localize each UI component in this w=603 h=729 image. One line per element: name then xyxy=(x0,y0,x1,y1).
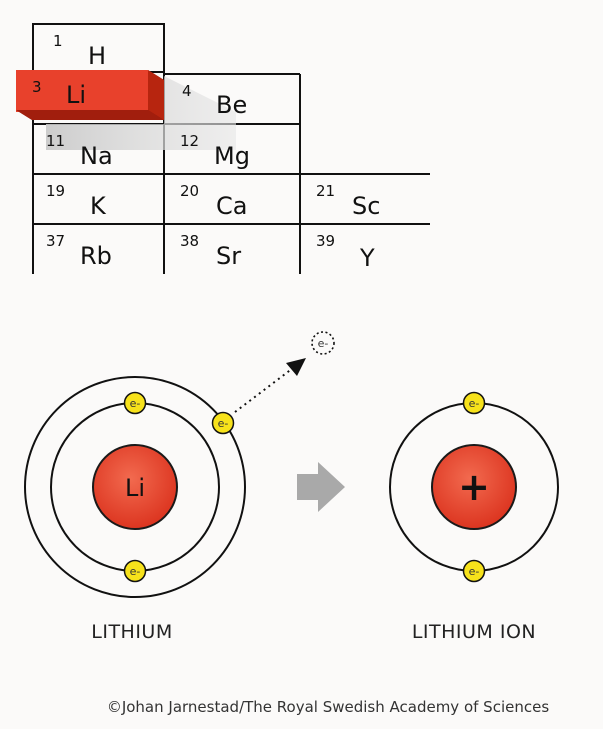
ion-nucleus xyxy=(431,444,517,530)
atom-caption: LITHIUM xyxy=(91,621,173,643)
element-number-mg: 12 xyxy=(180,132,199,150)
electron: e- xyxy=(123,559,147,583)
element-number-li: 3 xyxy=(32,78,42,96)
arrow-head-icon xyxy=(286,358,306,376)
electron-label: e- xyxy=(218,417,229,430)
element-symbol-mg: Mg xyxy=(214,142,250,170)
electron: e- xyxy=(462,559,486,583)
plus-sign: + xyxy=(458,465,490,509)
electron-label: e- xyxy=(469,565,480,578)
element-symbol-na: Na xyxy=(80,142,113,170)
image-credit: ©Johan Jarnestad/The Royal Swedish Acade… xyxy=(107,698,550,716)
element-symbol-k: K xyxy=(90,192,107,220)
element-symbol-h: H xyxy=(88,42,106,70)
lithium-atom: Li e- e- e- e- LITHIUM xyxy=(24,331,335,643)
element-number-be: 4 xyxy=(182,82,192,100)
element-number-rb: 37 xyxy=(46,232,65,250)
element-symbol-y: Y xyxy=(359,244,375,272)
electron: e- xyxy=(462,391,486,415)
ejection-path xyxy=(234,367,294,413)
element-symbol-rb: Rb xyxy=(80,242,112,270)
element-symbol-be: Be xyxy=(216,91,247,119)
element-symbol-li: Li xyxy=(66,81,86,109)
ion-caption: LITHIUM ION xyxy=(412,621,536,643)
transition-arrow-icon xyxy=(297,462,345,512)
element-number-y: 39 xyxy=(316,232,335,250)
element-number-sc: 21 xyxy=(316,182,335,200)
electron: e- xyxy=(123,391,147,415)
valence-electron: e- xyxy=(211,411,235,435)
li-cell-shadow xyxy=(46,76,236,150)
outer-shell xyxy=(24,376,246,598)
element-symbol-sr: Sr xyxy=(216,242,241,270)
element-number-ca: 20 xyxy=(180,182,199,200)
lithium-nucleus xyxy=(92,444,178,530)
electron-label: e- xyxy=(469,397,480,410)
element-number-na: 11 xyxy=(46,132,65,150)
element-symbol-sc: Sc xyxy=(352,192,380,220)
lithium-ion: + e- e- LITHIUM ION xyxy=(389,391,559,643)
electron-label: e- xyxy=(130,397,141,410)
element-labels: 1 H 3 Li 4 Be 11 Na 12 Mg 19 K 20 Ca 21 … xyxy=(32,32,380,272)
element-number-sr: 38 xyxy=(180,232,199,250)
nucleus-label: Li xyxy=(125,474,145,502)
li-block xyxy=(16,70,164,120)
element-number-h: 1 xyxy=(53,32,63,50)
electron-label: e- xyxy=(318,337,329,350)
electron-label: e- xyxy=(130,565,141,578)
element-symbol-ca: Ca xyxy=(216,192,247,220)
li-block-face xyxy=(16,70,148,112)
ejected-electron: e- xyxy=(311,331,335,355)
element-number-k: 19 xyxy=(46,182,65,200)
